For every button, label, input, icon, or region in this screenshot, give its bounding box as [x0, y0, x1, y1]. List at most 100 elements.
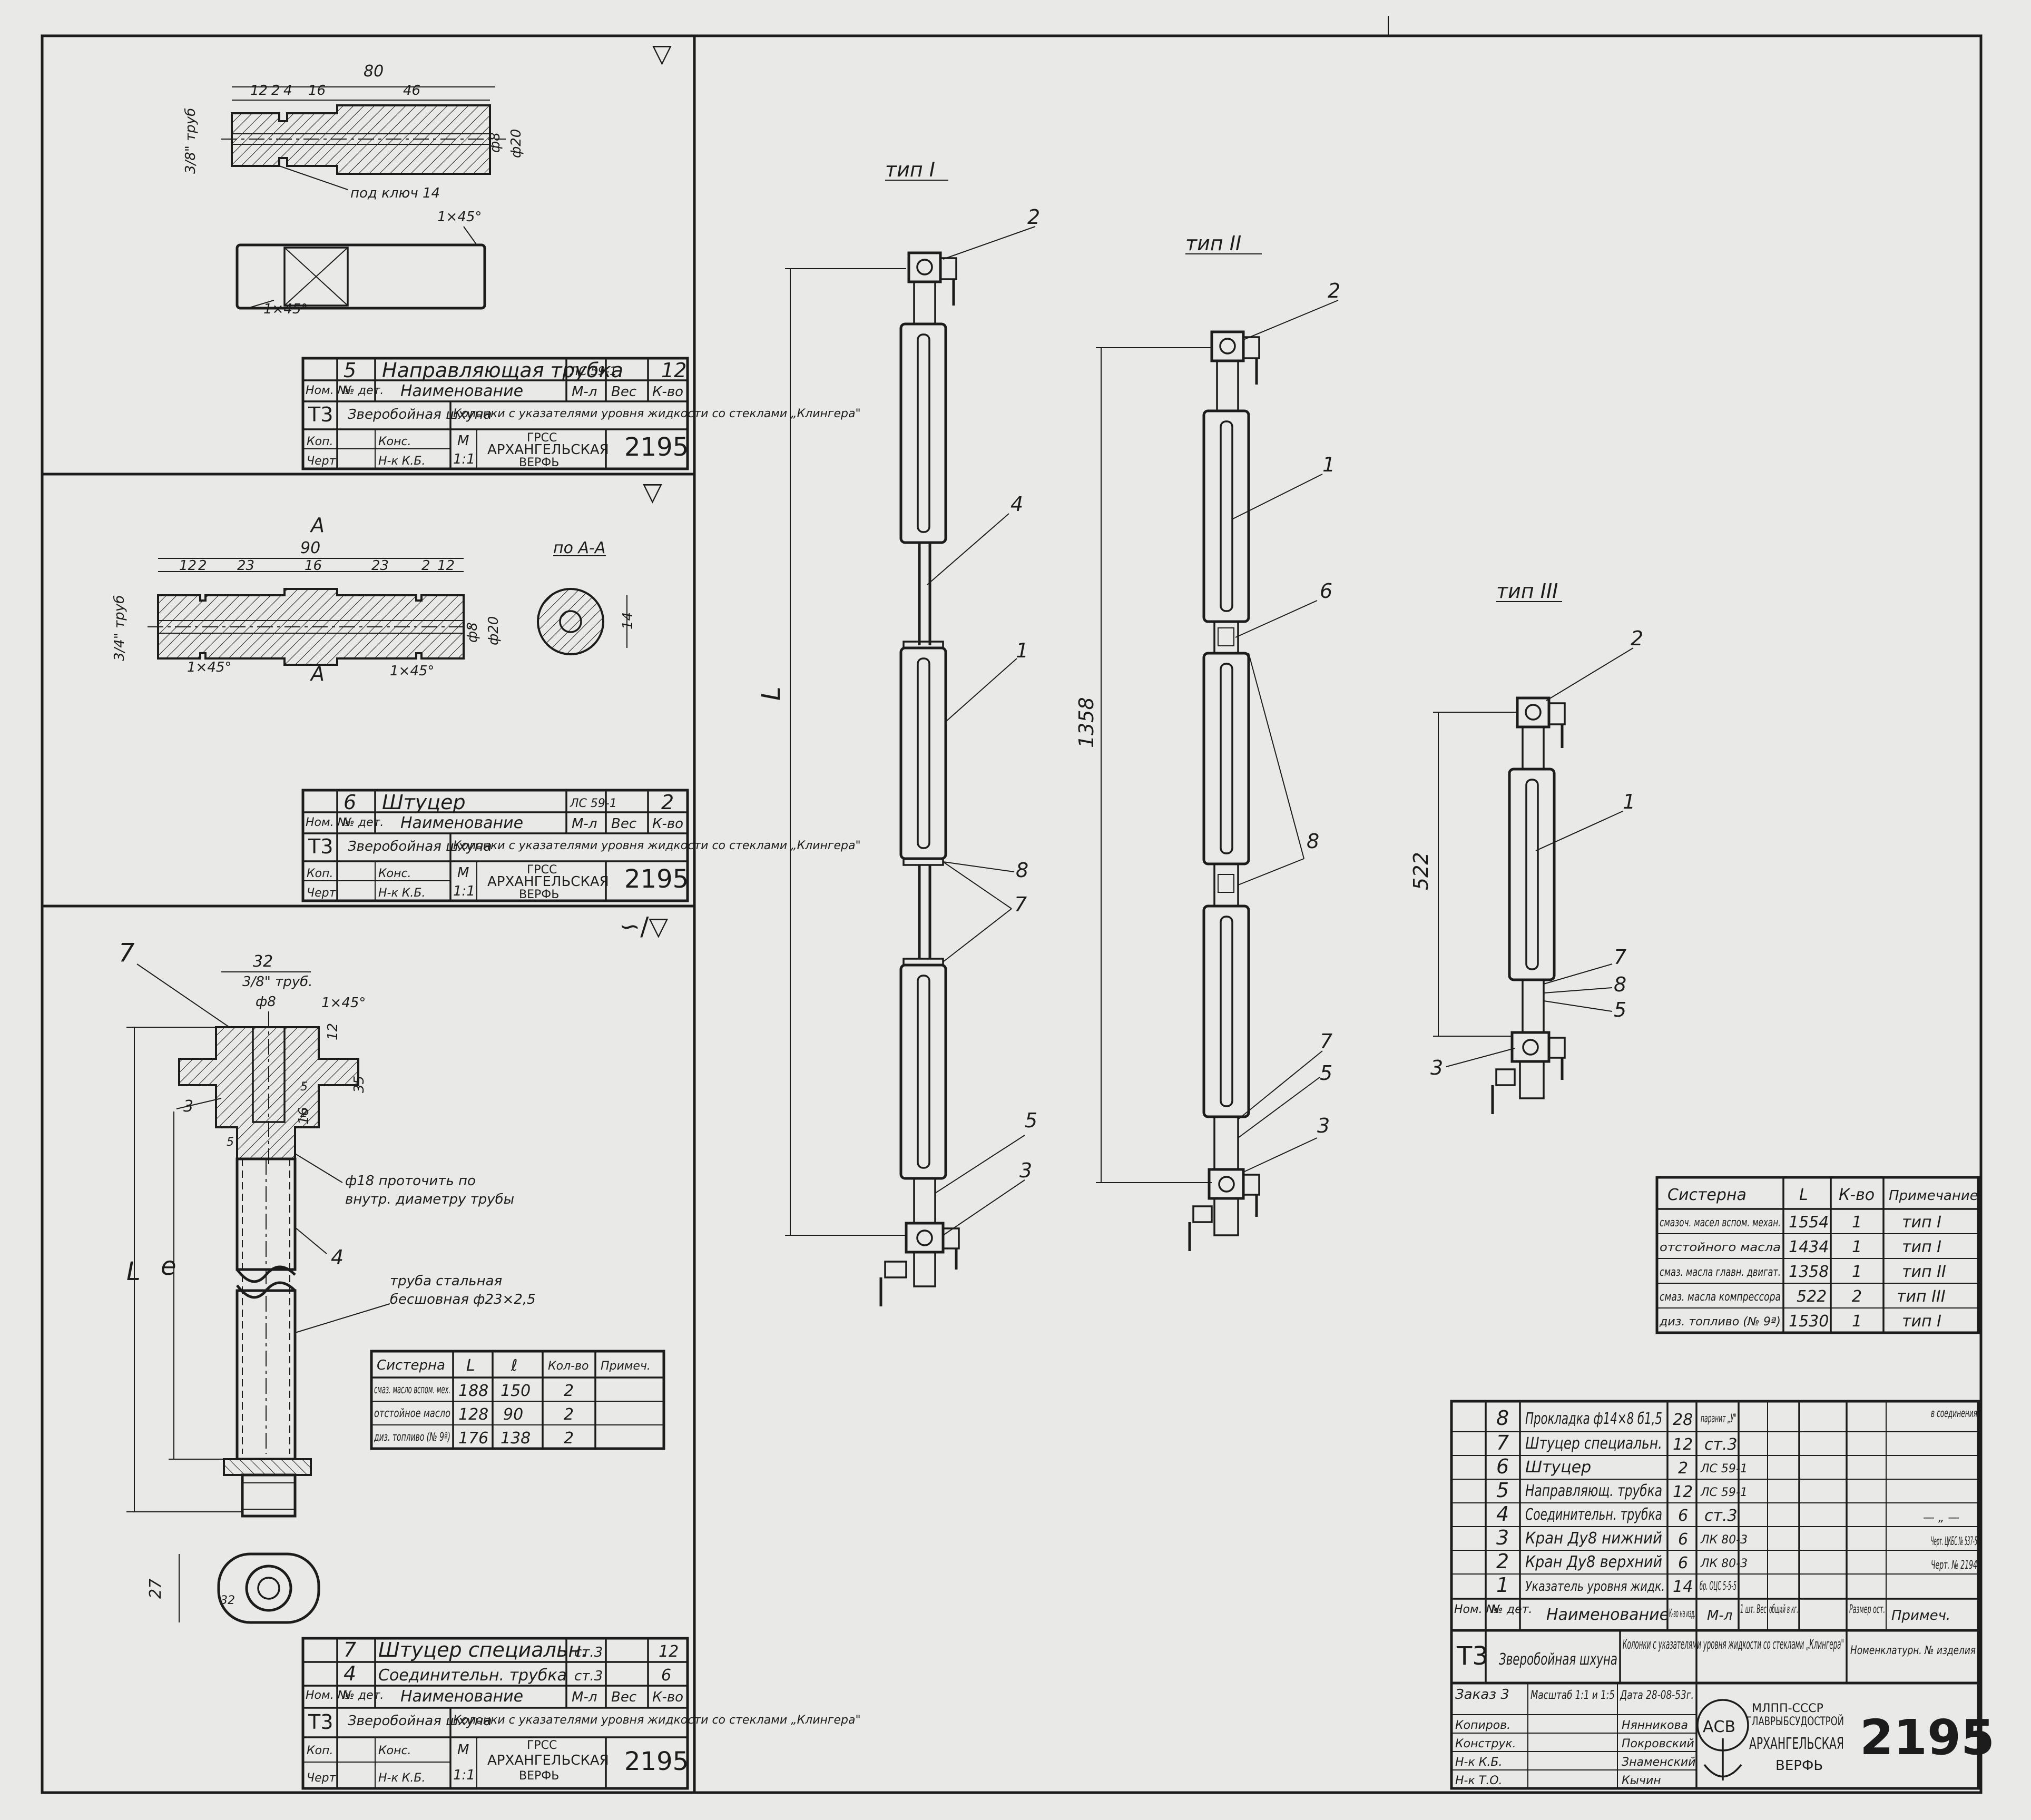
p6-thread: 3/4" труб: [112, 595, 127, 661]
st-r1-c2: 90: [503, 1405, 523, 1424]
ct-r2-c0: смаз. масла главн. двигат.: [1660, 1266, 1781, 1279]
p5-hdr-3: М-л: [572, 384, 597, 400]
sp-r3-num: 5: [1496, 1479, 1509, 1502]
st-r0-c0: смаз. масло вспом. мех.: [374, 1383, 450, 1396]
ct-hdr-3: Примечание: [1889, 1188, 1978, 1204]
part5-drawing: ▽ 80 12 2 4 16 46 3/8" труб ф8 ф20 под к…: [183, 39, 672, 317]
sp-project-code: Т3: [1456, 1641, 1488, 1671]
p5-hdr-4: Вес: [611, 384, 636, 400]
p7-leader-4: 4: [331, 1246, 344, 1269]
spec-row-6: 6 Штуцер 2 ЛС 59-1: [1496, 1455, 1748, 1478]
p5-hdr-0: Ном. №: [306, 384, 349, 397]
sp-hdr-7: Размер ост.: [1849, 1603, 1885, 1616]
t1-leader-7: 7: [1014, 893, 1027, 916]
surface-mark-3: ∽/▽: [619, 912, 668, 941]
p6-d7: 12: [437, 558, 455, 574]
sp-project: Зверобойная шхуна: [1499, 1650, 1617, 1669]
p5-hdr-2: Наименование: [400, 382, 523, 400]
spec-row-4: 4 Соединительн. трубка 6 ст.3 — „ —: [1496, 1502, 1959, 1526]
sp-r1-mat: ст.3: [1704, 1435, 1738, 1454]
sp-r6-qty: 6: [1678, 1554, 1688, 1572]
column-type-2: тип II 1358 2 1 6 8: [1075, 232, 1340, 1251]
ct-row-2: смаз. масла главн. двигат. 1358 1 тип II: [1660, 1263, 1946, 1281]
sp-r4-mat: ст.3: [1704, 1507, 1738, 1525]
p5-chamfer-2: 1×45°: [263, 301, 308, 317]
p6-role2-1: Н-к К.Б.: [378, 887, 425, 900]
sp-role-3: Н-к Т.О.: [1455, 1774, 1503, 1787]
column-type-3: тип III 522 2 1 7 8 5 3: [1409, 579, 1643, 1114]
type3-label: тип III: [1496, 579, 1558, 603]
p6-d3: 23: [237, 558, 254, 574]
sp-r6-name: Кран Ду8 верхний: [1525, 1553, 1662, 1571]
sp-r5-mat: ЛК 80-3: [1700, 1533, 1748, 1547]
spec-row-8: 8 Прокладка ф14×8 б1,5 28 паранит „У" в …: [1496, 1406, 1977, 1430]
t2-leader-2: 2: [1328, 279, 1340, 302]
ct-r1-c0: отстойного масла: [1660, 1241, 1781, 1254]
p5-scale-label: М: [457, 433, 469, 449]
ct-r0-c3: тип I: [1902, 1213, 1941, 1232]
st-r0-c3: 2: [564, 1382, 574, 1400]
p5-org2: АРХАНГЕЛЬСКАЯ: [487, 442, 609, 458]
st-r1-c1: 128: [458, 1405, 488, 1424]
st-hdr-1: L: [466, 1356, 475, 1375]
cistern-table: Систерна L К-во Примечание смазоч. масел…: [1655, 1176, 1980, 1334]
p5-hdr-5: К-во: [652, 384, 683, 400]
p5-drawing-num: 2195: [624, 432, 689, 462]
p6-d5: 23: [371, 558, 389, 574]
p7-project: Зверобойная шхуна: [348, 1713, 492, 1729]
p7-dim-l: e: [161, 1252, 176, 1281]
t3-leader-7: 7: [1614, 946, 1626, 969]
p5-dim-top: 80: [364, 62, 384, 81]
p6-dia-2: ф20: [486, 616, 502, 645]
p7-org1: ГРСС: [527, 1739, 557, 1752]
p5-org3: ВЕРФЬ: [519, 456, 559, 469]
p6-section-label: по А-А: [553, 539, 605, 557]
st-hdr-0: Систерна: [377, 1357, 445, 1373]
spec-row-3: 3 Кран Ду8 нижний 6 ЛК 80-3 Черт. ЦКБС №…: [1496, 1526, 1977, 1549]
ct-r4-c2: 1: [1852, 1312, 1862, 1331]
p6-d2: 2: [198, 558, 207, 574]
st-r1-c0: отстойное масло: [374, 1407, 450, 1420]
ct-r0-c1: 1554: [1789, 1213, 1829, 1232]
type1-label: тип I: [885, 158, 935, 181]
p6-scale: 1:1: [453, 883, 475, 899]
sp-role-1: Конструк.: [1455, 1737, 1516, 1750]
sp-r5-num: 3: [1496, 1526, 1509, 1549]
p5-thread: 3/8" труб: [183, 108, 199, 174]
sp-r0-mat: паранит „У": [1701, 1412, 1736, 1425]
part7-title-block: 7 Штуцер специальн. ст.3 12 4 Соединител…: [301, 1637, 861, 1790]
p7-project-code: Т3: [308, 1710, 333, 1734]
sp-org1: МЛПП-СССР: [1752, 1702, 1823, 1715]
p7-pipe-note-1: труба стальная: [390, 1273, 502, 1289]
ct-row-1: отстойного масла 1434 1 тип I: [1660, 1238, 1941, 1256]
p7-tb-r1-num: 4: [344, 1662, 356, 1685]
p7-tb-r1-mat: ст.3: [574, 1668, 603, 1684]
p6-sec-dim: 14: [620, 612, 636, 629]
ct-row-0: смазоч. масел вспом. механ. 1554 1 тип I: [1660, 1213, 1941, 1232]
ct-r3-c3: тип III: [1897, 1287, 1946, 1306]
st-r2-c1: 176: [458, 1429, 488, 1448]
t3-leader-1: 1: [1623, 790, 1635, 813]
p6-dia-1: ф8: [465, 622, 480, 643]
type3-dim-len: 522: [1409, 852, 1433, 890]
ct-r4-c0: диз. топливо (№ 9ª): [1659, 1315, 1781, 1329]
t1-leader-5: 5: [1025, 1109, 1037, 1132]
t2-leader-5: 5: [1320, 1061, 1332, 1085]
part6-title-block: 6 Штуцер ЛС 59-1 2 Ном. № № дет. Наимено…: [301, 789, 861, 902]
p7-hdr-5: К-во: [652, 1689, 683, 1705]
t1-leader-1: 1: [1016, 639, 1028, 662]
p5-role2-0: Конс.: [378, 435, 411, 448]
spec-row-7: 7 Штуцер специальн. 12 ст.3: [1496, 1431, 1738, 1454]
p7-dim-s: 5: [227, 1136, 234, 1149]
p7-dia: ф8: [256, 994, 276, 1010]
p5-dim-1: 12: [250, 83, 268, 99]
p6-hdr-3: М-л: [572, 816, 597, 832]
st-hdr-4: Примеч.: [601, 1360, 651, 1373]
sp-r4-name: Соединительн. трубка: [1525, 1506, 1662, 1524]
small-length-table: Систерна L ℓ Кол-во Примеч. смаз. масло …: [370, 1350, 665, 1450]
surface-mark-2: ▽: [643, 477, 662, 507]
sp-r6-num: 2: [1496, 1550, 1509, 1573]
p7-bore-note: ф18 проточить по: [345, 1173, 476, 1189]
p7-dim-w: 32: [253, 952, 273, 971]
sp-title: Колонки с указателями уровня жидкости со…: [1623, 1637, 1844, 1652]
